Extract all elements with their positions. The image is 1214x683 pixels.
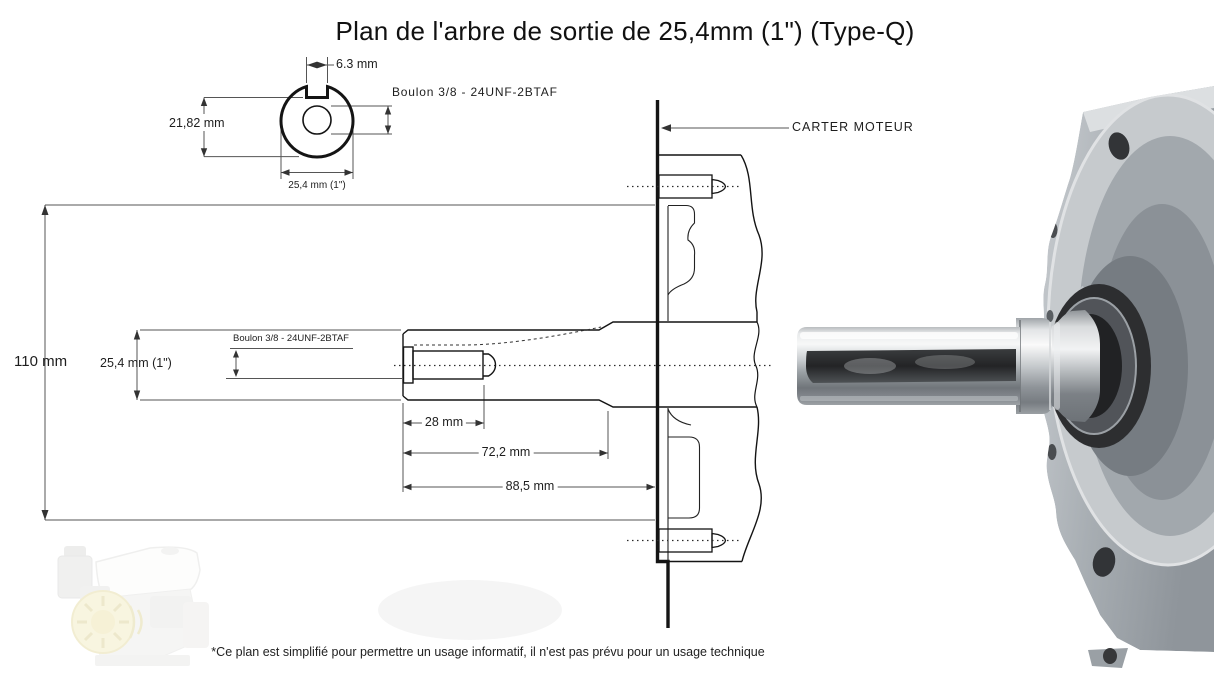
shaft-side-view xyxy=(41,124,789,521)
dim-cross-diameter: 25,4 mm (1") xyxy=(288,180,346,191)
dim-total-length: 88,5 mm xyxy=(502,479,558,494)
shaft-photo xyxy=(797,86,1214,668)
bolt-hole xyxy=(302,105,332,135)
page-title: Plan de l'arbre de sortie de 25,4mm (1")… xyxy=(335,16,915,46)
bolt-spec-label-side: Boulon 3/8 - 24UNF-2BTAF xyxy=(233,333,349,344)
dim-step-length: 72,2 mm xyxy=(478,445,534,460)
dim-bolt-length: 28 mm xyxy=(421,415,467,430)
footnote: *Ce plan est simplifié pour permettre un… xyxy=(211,645,765,659)
dim-shaft-diameter: 25,4 mm (1") xyxy=(100,356,172,370)
shaft-end-bolt xyxy=(402,346,497,384)
housing-label: CARTER MOTEUR xyxy=(792,120,914,134)
dimension-arrows xyxy=(41,124,671,520)
dim-flat-height: 21,82 mm xyxy=(166,116,228,131)
engine-case-section xyxy=(627,100,763,628)
cross-section-outline xyxy=(279,84,355,159)
dimension-arrows xyxy=(200,61,392,176)
dim-mount-height: 110 mm xyxy=(14,353,68,370)
faded-watermark-blob xyxy=(378,580,562,640)
bolt-spec-label-top: Boulon 3/8 - 24UNF-2BTAF xyxy=(392,85,558,99)
dim-keyway-width: 6.3 mm xyxy=(336,57,378,71)
photo-output-shaft xyxy=(797,310,1100,422)
photo-keyway-slot xyxy=(806,349,1016,383)
shaft-cross-section xyxy=(200,57,392,179)
engine-watermark xyxy=(57,546,209,666)
